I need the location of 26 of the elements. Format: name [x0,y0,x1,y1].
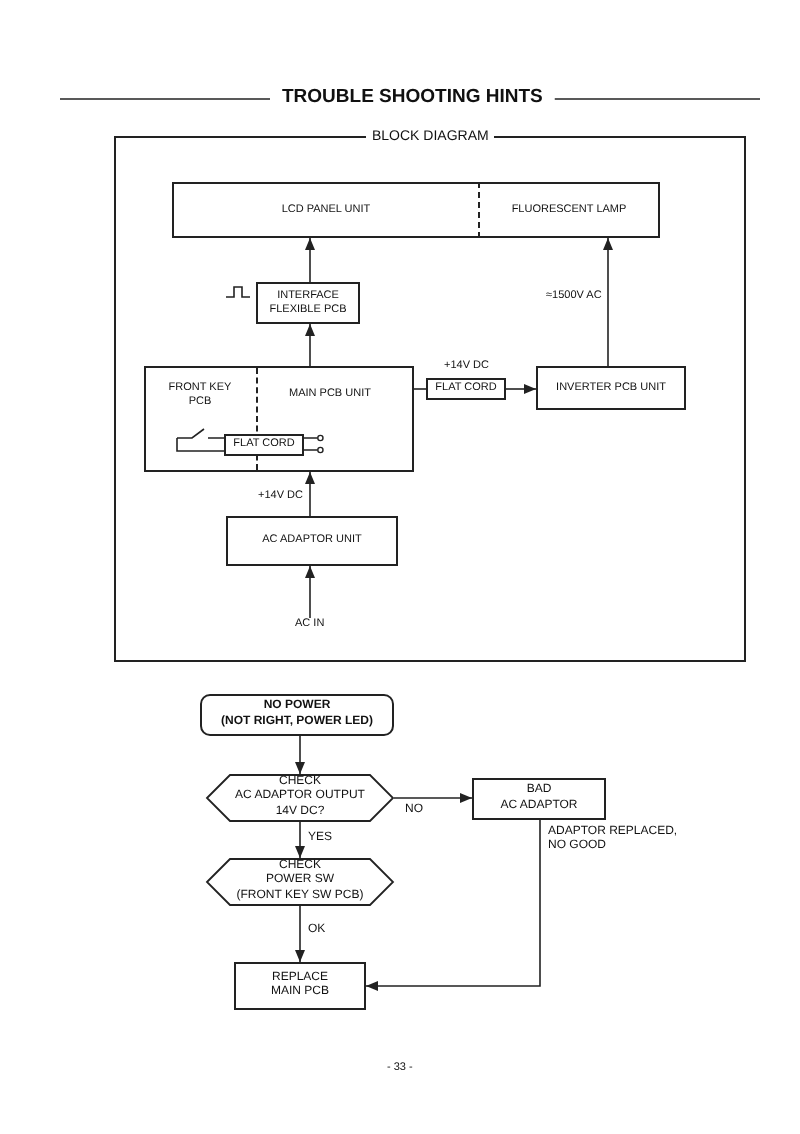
cord-box [426,378,506,400]
process-box [536,366,686,410]
process-box [472,778,606,820]
arrow [295,735,305,775]
arrow [393,793,473,803]
arrow [295,905,305,963]
arrow [305,237,315,283]
unit-box [480,182,660,238]
unit-box [172,182,480,238]
process-box [234,962,366,1010]
decision-hexagon [206,858,394,906]
board-box [144,366,414,472]
arrow [603,237,613,367]
arrow [295,821,305,859]
arrow [305,471,315,517]
start-box [200,694,394,736]
arrow [305,565,315,619]
connector-line [413,388,427,390]
page-title: TROUBLE SHOOTING HINTS [282,85,543,108]
decision-hexagon [206,774,394,822]
arrow [505,384,537,394]
cord-box [224,434,304,456]
process-box [226,516,398,566]
arrow [365,819,541,991]
process-box [256,282,360,324]
arrow [305,323,315,367]
